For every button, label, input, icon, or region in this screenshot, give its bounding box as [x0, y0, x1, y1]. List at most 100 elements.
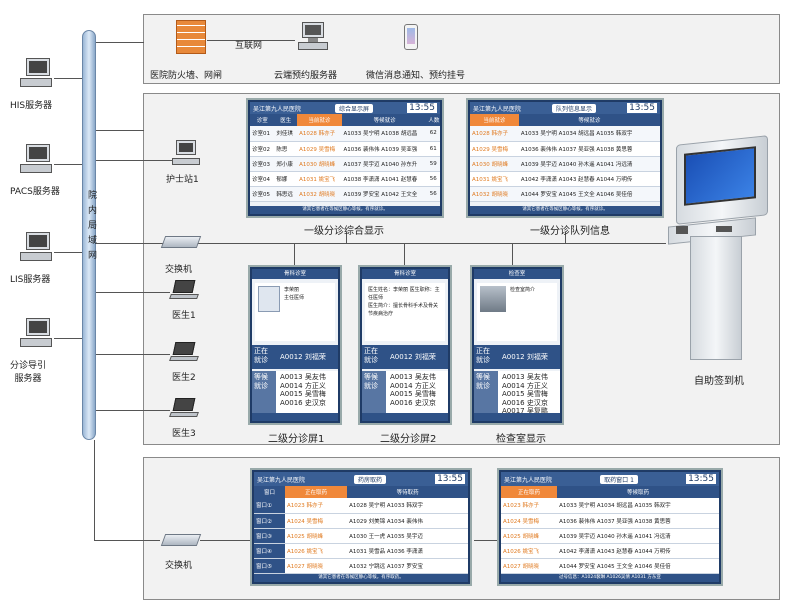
wait-tag: 等候就诊 — [362, 371, 386, 421]
server-icon — [20, 232, 54, 266]
doctor-label: 医生1 — [172, 311, 196, 321]
server-icon — [20, 318, 54, 352]
wait-item: A0016 史汉京 — [280, 398, 326, 407]
firewall-link — [207, 40, 295, 41]
bottom-switch-icon — [160, 534, 202, 546]
link-bottom — [94, 540, 160, 541]
screen4-title: 取药窗口 1 — [600, 474, 638, 484]
table-cell: 窗口④ — [254, 543, 285, 559]
table-cell: 窗口② — [254, 513, 285, 529]
server-label: PACS服务器 — [10, 187, 60, 197]
table-cell: 56 — [427, 186, 440, 202]
now-value: A0012 刘福荣 — [498, 345, 560, 369]
v3-link — [512, 243, 513, 267]
cloud-server-label: 云端预约服务器 — [274, 71, 338, 81]
table-cell: A1032 宁跳远 A1037 罗安宝 — [347, 558, 468, 574]
now-value: A0012 刘福荣 — [276, 345, 338, 369]
table-cell: A1024 吴雪梅 — [284, 513, 348, 529]
laptop-icon — [169, 398, 199, 420]
table-cell: A1036 裴伟伟 A1037 吴亚强 A1038 黄思蓉 — [518, 141, 660, 157]
doctor1-link — [96, 292, 170, 293]
doctor3-link — [96, 410, 170, 411]
info-line: 主任医师 — [284, 295, 305, 301]
table-cell: A1024 吴雪梅 — [501, 513, 558, 529]
v1-link — [294, 243, 295, 267]
vscreen-foot — [474, 413, 560, 421]
nurse-station-label: 护士站1 — [166, 175, 199, 185]
screen4-footer: 过号信息：A1024裴琳 A1026吴倩 A1031 方东亚 — [501, 574, 719, 582]
doctor-label: 医生2 — [172, 373, 196, 383]
screen3-footer: 请其它患者在等候区静心等候，有序取药。 — [254, 574, 468, 582]
screen2-caption: 一级分诊队列信息 — [530, 226, 610, 237]
table-cell: A1039 吴宇迈 A1040 孙木遥 A1041 冯远清 — [557, 528, 719, 544]
vscreen-head: 骨科诊室 — [252, 269, 338, 279]
header-row: 窗口正在取药等待取药 — [254, 486, 468, 498]
vscreen-caption: 二级分诊屏1 — [268, 434, 325, 445]
phone-icon — [404, 24, 418, 50]
laptop-icon — [169, 280, 199, 302]
table-cell: A1033 吴宁明 A1034 胡远昌 A1035 韩双宇 — [557, 498, 719, 514]
table-cell: A1027 胡晓晓 — [501, 558, 558, 574]
internet-label: 互联网 — [235, 41, 263, 51]
lan-label-text: 院内局域网 — [86, 190, 96, 265]
table-cell: 诊室02 — [250, 141, 275, 157]
column-header: 人数 — [427, 114, 440, 126]
server-link — [54, 164, 82, 165]
vscreen-info: 李荣丽主任医师 — [255, 283, 335, 341]
column-header: 等待取药 — [347, 486, 468, 498]
lan-label: 院内局域网 — [84, 190, 96, 270]
screen1-footer: 请其它患者在等候区静心等候，有序就诊。 — [250, 206, 440, 214]
column-header: 等候就诊 — [518, 114, 660, 126]
server-label: 分诊导引 服务器 — [10, 361, 47, 384]
table-cell: 诊室04 — [250, 171, 275, 187]
table-cell: A1036 裴伟伟 A1037 吴亚强 A1038 黄思蓉 — [557, 513, 719, 529]
table-cell: A1028 韩亦子 — [297, 126, 342, 142]
wait-item: A0015 吴雪梅 — [280, 390, 326, 398]
screen4-hospital: 吴江第九人民医院 — [504, 476, 553, 484]
switch-label: 交换机 — [165, 265, 193, 275]
screen1-caption: 一级分诊综合显示 — [304, 226, 384, 237]
wait-item: A0016 史汉京 — [390, 398, 436, 407]
table-cell: A1036 裴伟伟 A1039 吴亚强 — [341, 141, 428, 157]
wait-item: A0013 吴友伟 — [390, 373, 436, 381]
table-cell: A1029 刘美锦 A1034 裴伟伟 — [347, 513, 468, 529]
column-header: 窗口 — [254, 486, 285, 498]
table-cell: A1033 吴宁明 A1038 胡远昌 — [341, 126, 428, 142]
table-cell: 窗口③ — [254, 528, 285, 544]
vscreen-foot — [252, 413, 338, 421]
table-cell: 郁娜 — [274, 171, 298, 187]
table-cell: A1030 胡晓峰 — [297, 156, 342, 172]
column-header: 正在取药 — [501, 486, 558, 498]
screen2-hospital: 吴江第九人民医院 — [473, 105, 522, 113]
wait-item: A0017 吴复鹏 — [502, 407, 548, 415]
table-cell: A1039 罗安宝 A1042 王文全 — [341, 186, 428, 202]
wait-item: A0013 吴友伟 — [280, 373, 326, 381]
window-link — [474, 540, 500, 541]
wait-item: A0013 吴友伟 — [502, 373, 548, 381]
table-cell: A1026 姚宝飞 — [501, 543, 558, 559]
table-cell: 刘佳琪 — [274, 126, 298, 142]
table-cell: A1028 吴宁明 A1033 韩双宇 — [347, 498, 468, 514]
column-header: 当前就诊 — [297, 114, 342, 126]
table-cell: 陈思 — [274, 141, 298, 157]
pharm-link — [200, 540, 250, 541]
